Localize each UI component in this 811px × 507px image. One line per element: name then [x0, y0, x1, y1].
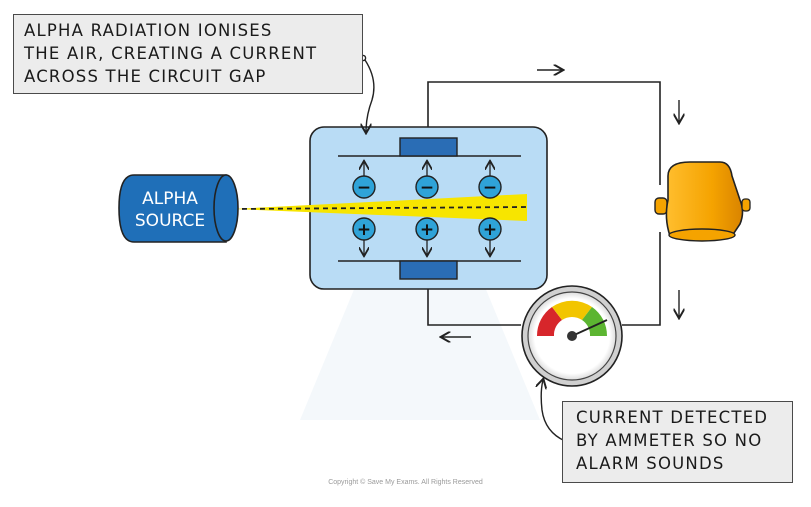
- negative-ion: −: [478, 175, 502, 199]
- source-label-line1: ALPHA: [142, 189, 198, 209]
- callout-line: CURRENT DETECTED: [576, 408, 769, 427]
- svg-text:+: +: [483, 220, 497, 240]
- callout-line: ACROSS THE CIRCUIT GAP: [24, 67, 267, 86]
- positive-ion: +: [415, 217, 439, 241]
- positive-ion: +: [478, 217, 502, 241]
- callout-line: BY AMMETER SO NO: [576, 431, 763, 450]
- top-plate: [399, 137, 458, 157]
- negative-ions: − − −: [352, 175, 502, 199]
- bottom-plate: [399, 260, 458, 280]
- svg-text:−: −: [420, 178, 434, 198]
- callout-ammeter-detects: CURRENT DETECTED BY AMMETER SO NO ALARM …: [562, 401, 793, 483]
- svg-text:−: −: [357, 178, 371, 198]
- current-arrows: [442, 70, 679, 337]
- alpha-source-icon: ALPHA SOURCE: [118, 174, 239, 243]
- source-label-line2: SOURCE: [135, 211, 205, 231]
- svg-text:+: +: [357, 220, 371, 240]
- callout-line: THE AIR, CREATING A CURRENT: [24, 44, 318, 63]
- positive-ion: +: [352, 217, 376, 241]
- positive-ions: + + +: [352, 217, 502, 241]
- callout-alpha-ionises: ALPHA RADIATION IONISES THE AIR, CREATIN…: [13, 14, 363, 94]
- beam-axis: [232, 206, 528, 210]
- circuit-wires: [427, 81, 661, 326]
- negative-ion: −: [352, 175, 376, 199]
- negative-ion: −: [415, 175, 439, 199]
- callout-line: ALPHA RADIATION IONISES: [24, 21, 273, 40]
- ammeter-icon: [521, 285, 623, 387]
- ammeter-needle: [571, 319, 608, 337]
- copyright-footer: Copyright © Save My Exams. All Rights Re…: [328, 479, 483, 486]
- svg-text:+: +: [420, 220, 434, 240]
- svg-text:−: −: [483, 178, 497, 198]
- callout-line: ALARM SOUNDS: [576, 454, 725, 473]
- ion-arrows: [364, 162, 490, 255]
- bell-icon: [654, 161, 751, 242]
